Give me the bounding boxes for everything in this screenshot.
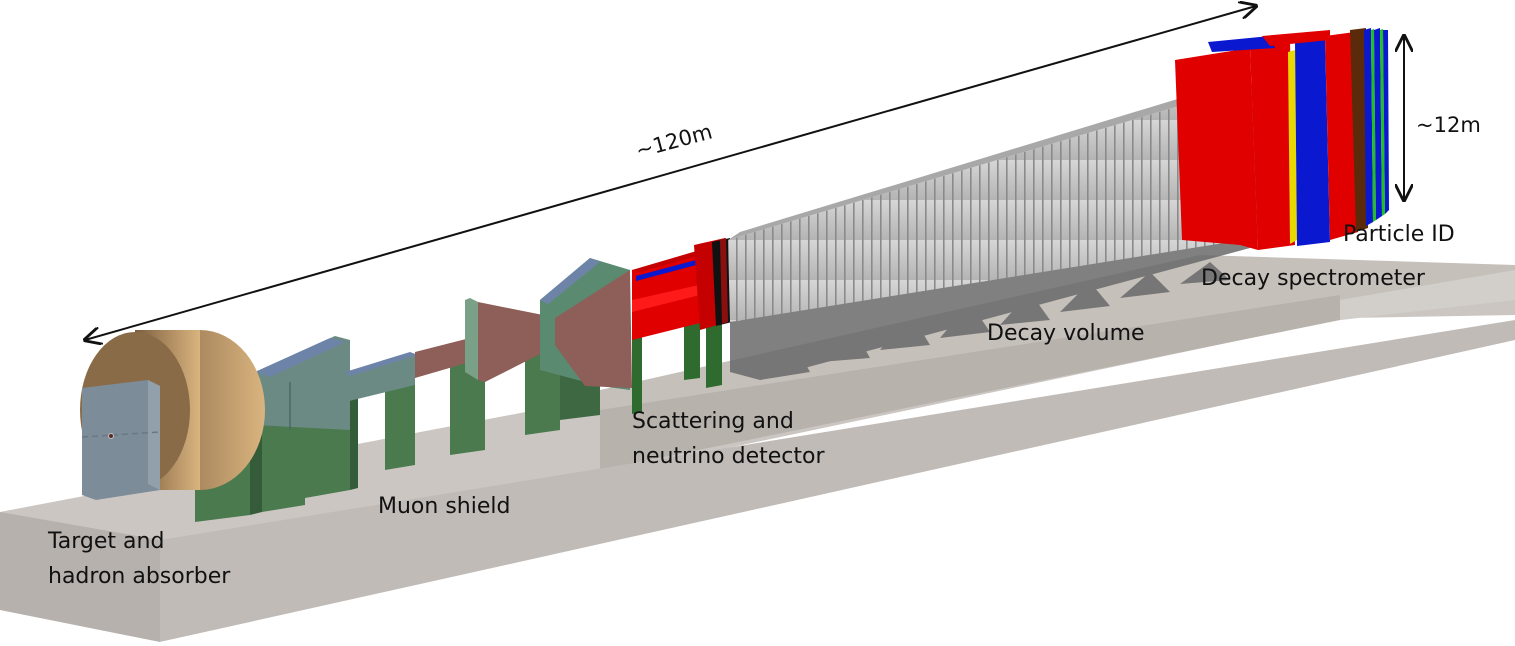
height-dimension: ~12m	[1404, 36, 1481, 200]
label-scattering-line2: neutrino detector	[632, 444, 825, 469]
scattering-neutrino-detector	[632, 238, 732, 340]
floor-front-left	[0, 512, 160, 642]
length-label: ~120m	[633, 119, 715, 162]
target-block	[82, 380, 160, 500]
label-muon-shield: Muon shield	[378, 494, 510, 519]
label-decay-spectrometer: Decay spectrometer	[1201, 266, 1426, 291]
height-label: ~12m	[1416, 113, 1481, 137]
label-scattering-line1: Scattering and	[632, 409, 794, 434]
target-hadron-absorber	[80, 330, 265, 500]
label-particle-id: Particle ID	[1343, 222, 1455, 247]
floor-side-left	[160, 320, 1515, 642]
label-target-line1: Target and	[47, 529, 164, 554]
decay-spectrometer	[1175, 30, 1330, 250]
floor-end-right	[1340, 270, 1515, 320]
particle-id	[1325, 28, 1389, 240]
label-decay-volume: Decay volume	[987, 321, 1145, 346]
label-target-line2: hadron absorber	[48, 564, 231, 589]
length-arrow	[85, 6, 1256, 340]
floor-slab	[0, 255, 1515, 642]
component-labels: Target and hadron absorber Muon shield S…	[47, 222, 1455, 589]
